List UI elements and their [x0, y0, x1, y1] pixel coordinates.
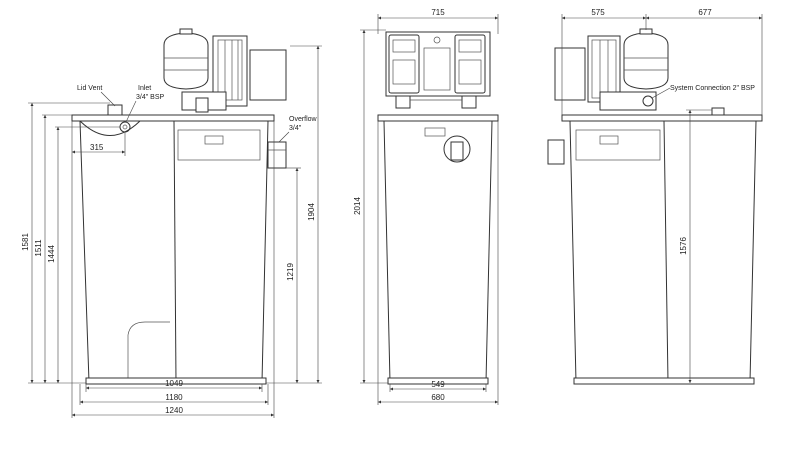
rear-expansion-vessel: [623, 28, 669, 90]
side-view: Lid Vent Inlet 3/4" BSP Overflow 3/4" 15…: [21, 28, 322, 418]
svg-text:1049: 1049: [165, 379, 183, 388]
dim-1240: 1240: [72, 406, 274, 417]
front-lid: [377, 114, 499, 122]
inlet-size-label: 3/4" BSP: [136, 94, 164, 101]
dim-1180: 1180: [80, 393, 268, 404]
overflow-fitting: [267, 141, 287, 169]
rear-motor-box: [554, 47, 586, 101]
svg-text:1904: 1904: [307, 203, 316, 221]
inlet-label: Inlet: [138, 85, 151, 92]
svg-text:680: 680: [431, 393, 445, 402]
svg-text:1576: 1576: [679, 237, 688, 255]
lid-vent: [107, 104, 123, 116]
svg-text:1444: 1444: [47, 245, 56, 263]
svg-text:715: 715: [431, 8, 445, 17]
dim-1581: 1581: [21, 102, 110, 383]
rear-overflow-fitting: [547, 139, 565, 165]
system-connection-label: System Connection 2" BSP: [670, 85, 755, 92]
svg-text:315: 315: [90, 143, 104, 152]
dim-315: 315: [72, 132, 126, 156]
pump-controller: [181, 35, 287, 113]
svg-text:575: 575: [591, 8, 605, 17]
svg-text:1219: 1219: [286, 263, 295, 281]
dim-1904: 1904: [290, 45, 322, 383]
dim-680: 680: [378, 393, 498, 404]
dim-677: 677: [646, 8, 763, 115]
controller-right: [454, 34, 486, 94]
svg-text:1180: 1180: [165, 393, 183, 402]
svg-text:549: 549: [431, 380, 445, 389]
svg-text:1240: 1240: [165, 406, 183, 415]
expansion-vessel: [163, 28, 209, 90]
front-view: 715 2014 549 680: [353, 8, 499, 405]
svg-text:1581: 1581: [21, 233, 30, 251]
svg-text:1511: 1511: [34, 239, 43, 257]
dim-1219: 1219: [286, 167, 301, 383]
dim-1049: 1049: [86, 379, 262, 390]
dim-1511: 1511: [34, 114, 72, 383]
dim-1444: 1444: [47, 126, 120, 383]
overflow-label: Overflow: [289, 116, 318, 123]
front-tank-body: [383, 120, 493, 383]
svg-text:2014: 2014: [353, 197, 362, 215]
overflow-size-label: 3/4": [289, 125, 302, 132]
dim-1576: 1576: [679, 109, 712, 383]
dim-2014: 2014: [353, 29, 388, 384]
svg-text:677: 677: [698, 8, 712, 17]
lid-vent-label: Lid Vent: [77, 85, 102, 92]
rear-controller: [587, 35, 621, 103]
controller-left: [388, 34, 420, 94]
rear-lid: [561, 114, 763, 122]
rear-view: System Connection 2" BSP 575 677 1576: [547, 8, 763, 385]
dim-549: 549: [390, 380, 486, 391]
dim-715: 715: [377, 8, 499, 34]
system-connection-fitting: [642, 95, 654, 107]
tank-lid: [71, 114, 275, 122]
